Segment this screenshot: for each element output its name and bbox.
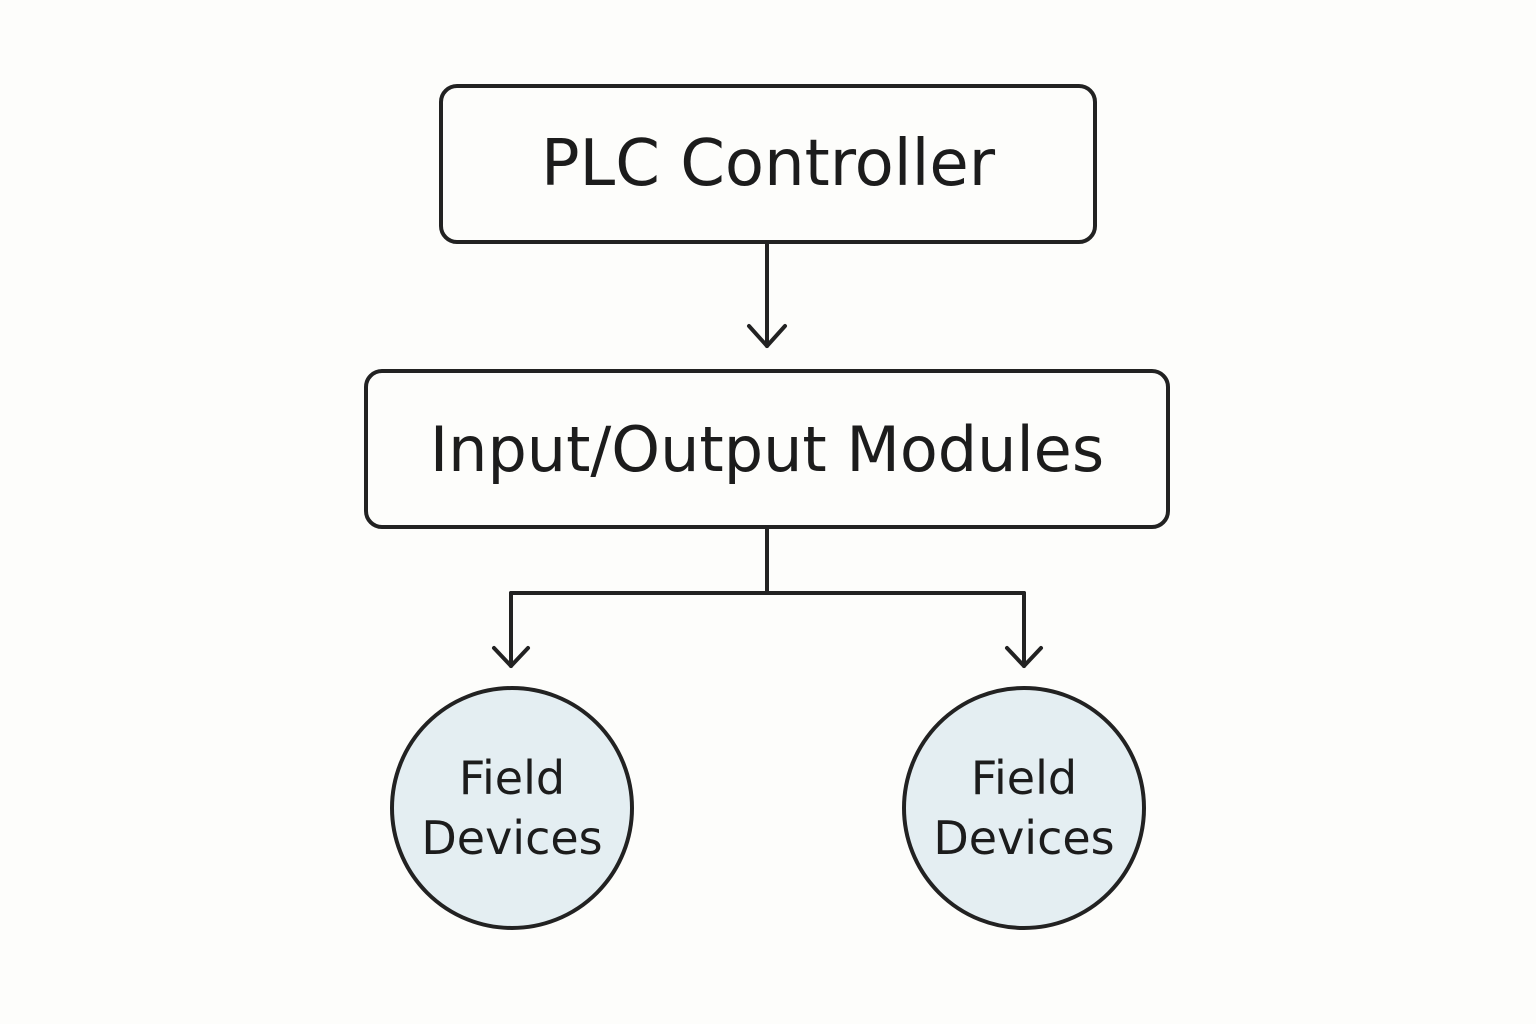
field-devices-right-text: Field Devices xyxy=(933,748,1114,868)
io-modules-node: Input/Output Modules xyxy=(364,369,1170,529)
field-devices-left-text: Field Devices xyxy=(421,748,602,868)
io-modules-label: Input/Output Modules xyxy=(429,412,1105,486)
field-devices-right-node: Field Devices xyxy=(902,686,1146,930)
edge-io-to-left-devices-arrowhead xyxy=(492,646,530,668)
plc-controller-label: PLC Controller xyxy=(540,127,996,201)
field-devices-right-line2: Devices xyxy=(933,811,1115,865)
field-devices-left-line2: Devices xyxy=(421,811,603,865)
field-devices-left-line1: Field xyxy=(458,751,566,805)
field-devices-right-line1: Field xyxy=(970,751,1078,805)
edge-plc-to-io-arrowhead xyxy=(747,324,787,348)
field-devices-left-node: Field Devices xyxy=(390,686,634,930)
edge-io-to-right-devices-arrowhead xyxy=(1005,646,1043,668)
plc-controller-node: PLC Controller xyxy=(439,84,1097,244)
